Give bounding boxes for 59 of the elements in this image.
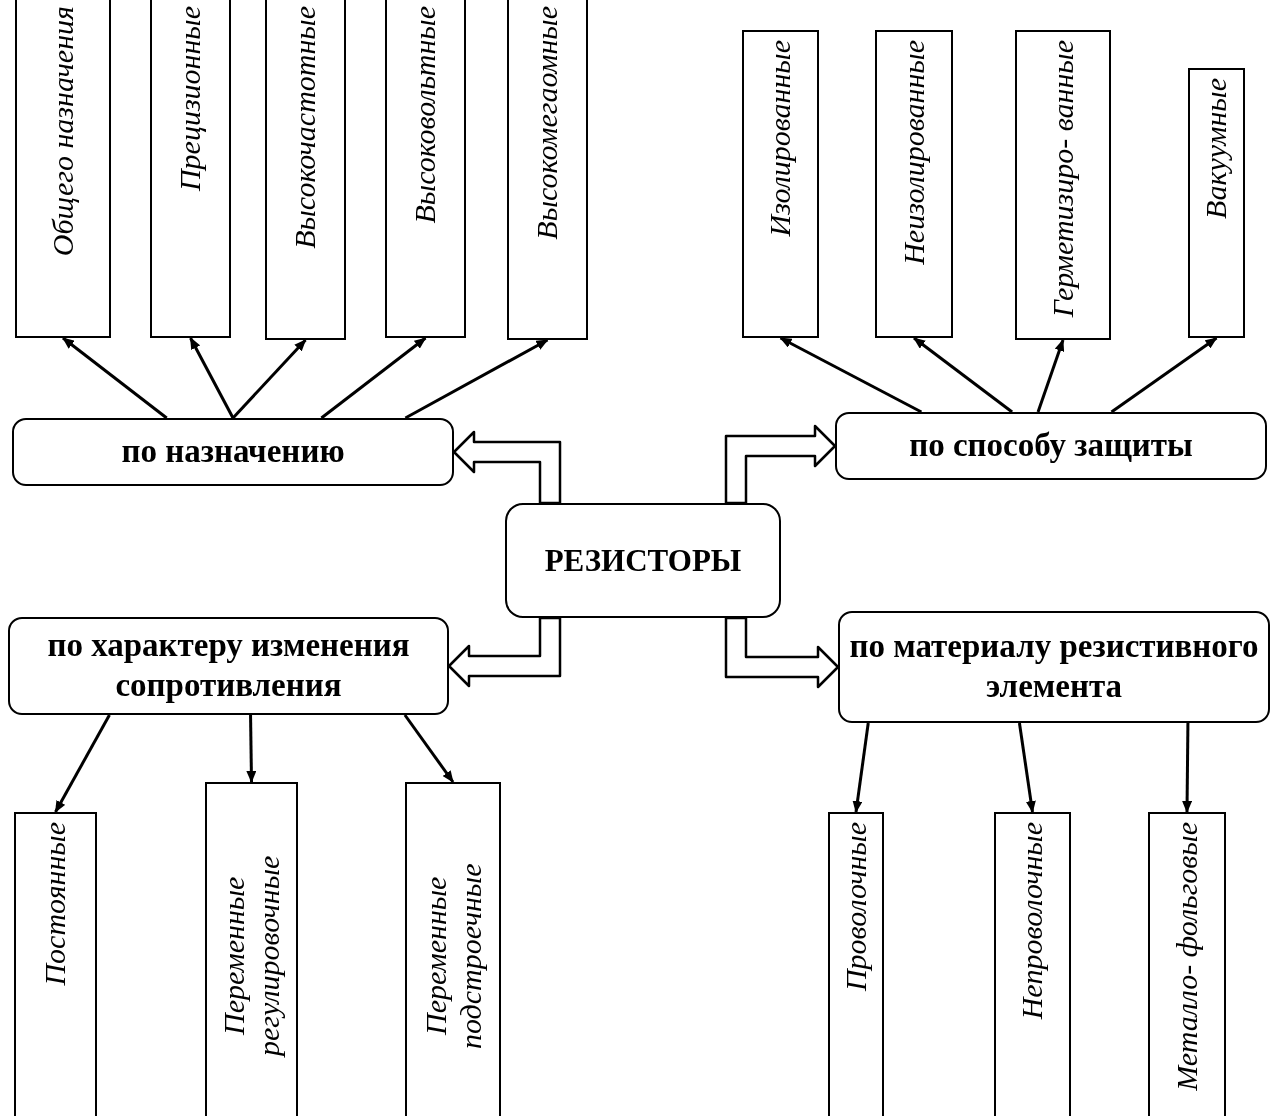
box-label: Вакуумные	[1199, 78, 1234, 219]
arrow	[1036, 339, 1065, 413]
category-box	[742, 30, 819, 338]
box-label: Герметизиро- ванные	[1045, 40, 1080, 318]
arrow	[1017, 722, 1036, 813]
category-box	[405, 782, 501, 1116]
arrow	[62, 336, 168, 420]
group-box	[838, 611, 1270, 723]
box-label: Проволочные	[838, 822, 873, 992]
arrow	[189, 337, 235, 419]
box-label: по материалу резистивного элемента	[848, 627, 1260, 706]
box-label: Изолированные	[763, 40, 798, 237]
box-label: Высоковольтные	[408, 6, 443, 224]
category-box	[1015, 30, 1111, 340]
box-label: Непроволочные	[1015, 822, 1050, 1020]
arrow	[403, 714, 455, 783]
root-box	[505, 503, 781, 618]
arrow	[320, 336, 427, 420]
box-label: Прецизионные	[173, 6, 208, 192]
box-label: по назначению	[121, 432, 345, 472]
arrow	[231, 339, 307, 419]
category-box	[1188, 68, 1245, 338]
block-arrow	[724, 616, 840, 689]
box-label: РЕЗИСТОРЫ	[544, 542, 742, 579]
box-label: Высокомегаомные	[530, 6, 565, 240]
arrow	[54, 714, 111, 813]
category-box	[385, 0, 466, 338]
group-box	[12, 418, 454, 486]
box-label: по характеру изменения сопротивления	[46, 626, 411, 705]
arrow	[1182, 723, 1193, 813]
category-box	[507, 0, 588, 340]
arrow	[779, 336, 923, 414]
group-box	[8, 617, 449, 715]
box-label: Неизолированные	[896, 40, 931, 265]
category-box	[150, 0, 231, 338]
category-box	[828, 812, 884, 1116]
category-box	[875, 30, 953, 338]
arrow	[246, 714, 257, 783]
category-box	[1148, 812, 1226, 1116]
category-box	[994, 812, 1071, 1116]
box-label: Общего назначения	[45, 6, 80, 257]
category-box	[15, 0, 111, 338]
box-label: по способу защиты	[909, 426, 1193, 466]
arrow	[404, 338, 549, 420]
box-label: Постоянные	[38, 822, 73, 986]
arrow	[1110, 336, 1218, 414]
box-label: Переменные подстроечные	[418, 862, 488, 1051]
group-box	[835, 412, 1267, 480]
category-box	[265, 0, 346, 340]
box-label: Металло- фольговые	[1169, 822, 1204, 1091]
box-label: Высокочастотные	[288, 6, 323, 249]
category-box	[205, 782, 298, 1116]
block-arrow	[447, 616, 562, 688]
arrow	[913, 336, 1014, 414]
category-box	[14, 812, 97, 1116]
box-label: Переменные регулировочные	[217, 854, 286, 1059]
block-arrow	[452, 430, 562, 505]
block-arrow	[724, 424, 837, 505]
arrow	[852, 722, 870, 813]
